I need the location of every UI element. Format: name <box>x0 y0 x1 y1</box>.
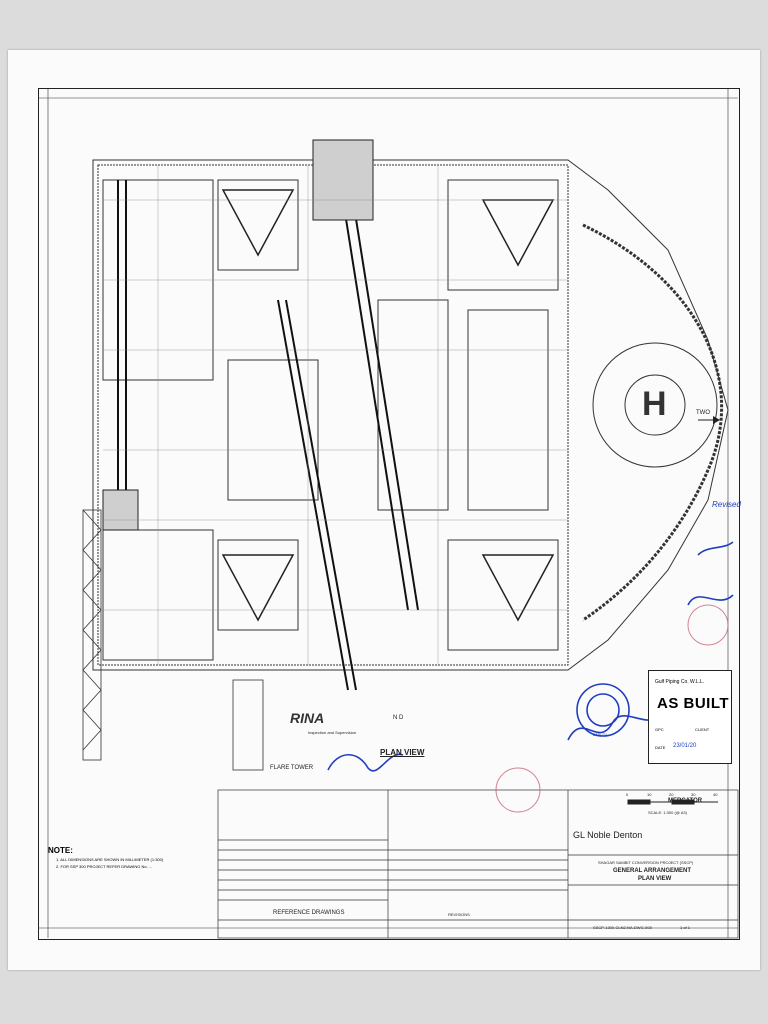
plan-drawing <box>38 88 739 939</box>
notes-heading: NOTE: <box>48 846 73 855</box>
scale-tick-20: 20 <box>669 792 674 797</box>
mercator-logo: MERCATOR <box>668 798 703 804</box>
stamp-date-label: DATE <box>655 745 666 750</box>
scale-tick-40: 40 <box>713 792 718 797</box>
sheet-number: 1 of 1 <box>680 925 691 930</box>
scale-tick-10: 10 <box>647 792 652 797</box>
drawing-title-line2: PLAN VIEW <box>638 876 672 882</box>
notes-block: NOTE: 1. ALL DIMENSIONS ARE SHOWN IN MIL… <box>48 846 224 968</box>
revisions-label: REVISIONS <box>448 912 470 917</box>
stamp-company: Gulf Piping Co. W.L.L. <box>655 679 705 685</box>
scale-label: SCALE: 1:300 (@ A3) <box>648 810 687 815</box>
scale-tick-0: 0 <box>626 792 629 797</box>
inspector-logo: RINA <box>290 710 325 726</box>
scale-tick-30: 30 <box>691 792 696 797</box>
helideck-marking: H <box>642 385 667 423</box>
stamp-title: AS BUILT <box>657 695 730 712</box>
nd-label: N D <box>393 715 404 721</box>
dnv-stamp-text: DNV-GL <box>593 732 608 737</box>
stamp-date-value: 23/01/20 <box>673 743 697 749</box>
north-label: TWO <box>696 410 710 416</box>
drawing-title-line1: GENERAL ARRANGEMENT <box>613 868 692 874</box>
drawing-sheet: H TWO PLAN VIEW FLARE TOWER RINA Inspect… <box>8 50 760 970</box>
reference-drawings-label: REFERENCE DRAWINGS <box>273 910 345 916</box>
inspection-text: Inspection and Supervision <box>308 730 357 735</box>
drawing-number: SSCP-1300-CLN2-NA-DWG-008 <box>593 925 652 930</box>
stamp-gpc-label: GPC <box>655 727 664 732</box>
note-item-1: 1. ALL DIMENSIONS ARE SHOWN IN MILLIMETE… <box>56 857 164 862</box>
note-item-2: 2. FOR SSP 300 PROJECT REFER DRAWING No.… <box>56 864 153 869</box>
project-name: SHAGAR SAMBIT CONVERSION PROJECT (SSCP) <box>598 860 694 865</box>
consultant-name: GL Noble Denton <box>573 830 643 840</box>
drawing-border <box>38 88 740 940</box>
stamp-client-label: CLIENT <box>695 727 710 732</box>
flare-tower-label: FLARE TOWER <box>270 765 314 771</box>
as-built-stamp: Gulf Piping Co. W.L.L. AS BUILT GPC CLIE… <box>648 670 732 764</box>
signature-note: Revised <box>712 500 741 509</box>
plan-view-label: PLAN VIEW <box>380 748 425 757</box>
